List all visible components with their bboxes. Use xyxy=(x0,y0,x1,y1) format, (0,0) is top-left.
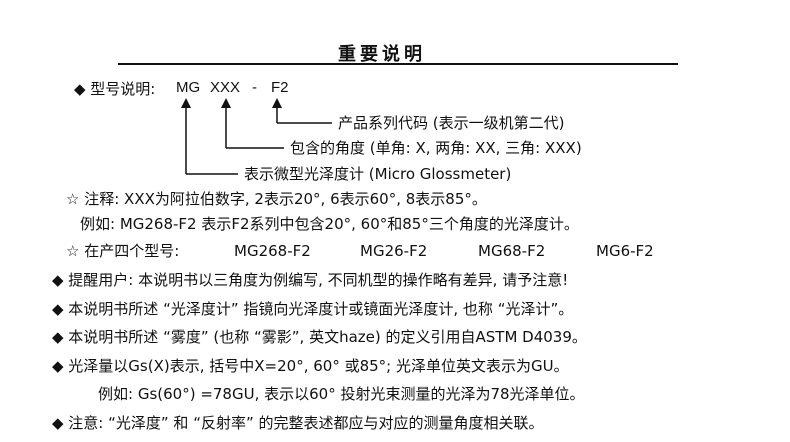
model-part-mg: MG xyxy=(176,79,201,96)
model-item: MG68-F2 xyxy=(478,242,546,260)
model-separator: - xyxy=(252,79,257,96)
callout-micro-glossmeter: 表示微型光泽度计 (Micro Glossmeter) xyxy=(244,165,512,183)
bullet-reminder: ◆ 提醒用户: 本说明书以三角度为例编写, 不同机型的操作略有差异, 请予注意! xyxy=(52,271,569,289)
model-item: MG26-F2 xyxy=(360,242,428,260)
bullet-glossmeter-def: ◆ 本说明书所述 “光泽度计” 指镜向光泽度计或镜面光泽度计, 也称 “光泽计”… xyxy=(52,300,574,318)
note-example: 例如: MG268-F2 表示F2系列中包含20°, 60°和85°三个角度的光… xyxy=(80,215,579,233)
model-part-angles: XXX xyxy=(210,79,241,96)
bullet-gloss-unit: ◆ 光泽量以Gs(X)表示, 括号中X=20°, 60° 或85°; 光泽单位英… xyxy=(52,357,569,375)
callout-series-code: 产品系列代码 (表示一级机第二代) xyxy=(338,114,565,132)
bullet-haze-def: ◆ 本说明书所述 “雾度” (也称 “雾影”, 英文haze) 的定义引用自AS… xyxy=(52,328,587,346)
model-item: MG268-F2 xyxy=(234,242,311,260)
models-label: ☆ 在产四个型号: xyxy=(66,242,180,260)
model-item: MG6-F2 xyxy=(596,242,654,260)
note-line: ☆ 注释: XXX为阿拉伯数字, 2表示20°, 6表示60°, 8表示85°。 xyxy=(66,190,487,208)
callout-angles: 包含的角度 (单角: X, 两角: XX, 三角: XXX) xyxy=(290,139,582,157)
model-label: ◆ 型号说明: xyxy=(74,80,156,98)
title-underline xyxy=(118,63,678,65)
page-title: 重要说明 xyxy=(338,44,426,65)
gloss-example: 例如: Gs(60°) =78GU, 表示以60° 投射光束测量的光泽为78光泽… xyxy=(98,385,585,403)
bullet-attention: ◆ 注意: “光泽度” 和 “反射率” 的完整表述都应与对应的测量角度相关联。 xyxy=(52,414,544,432)
model-part-series: F2 xyxy=(271,79,289,96)
